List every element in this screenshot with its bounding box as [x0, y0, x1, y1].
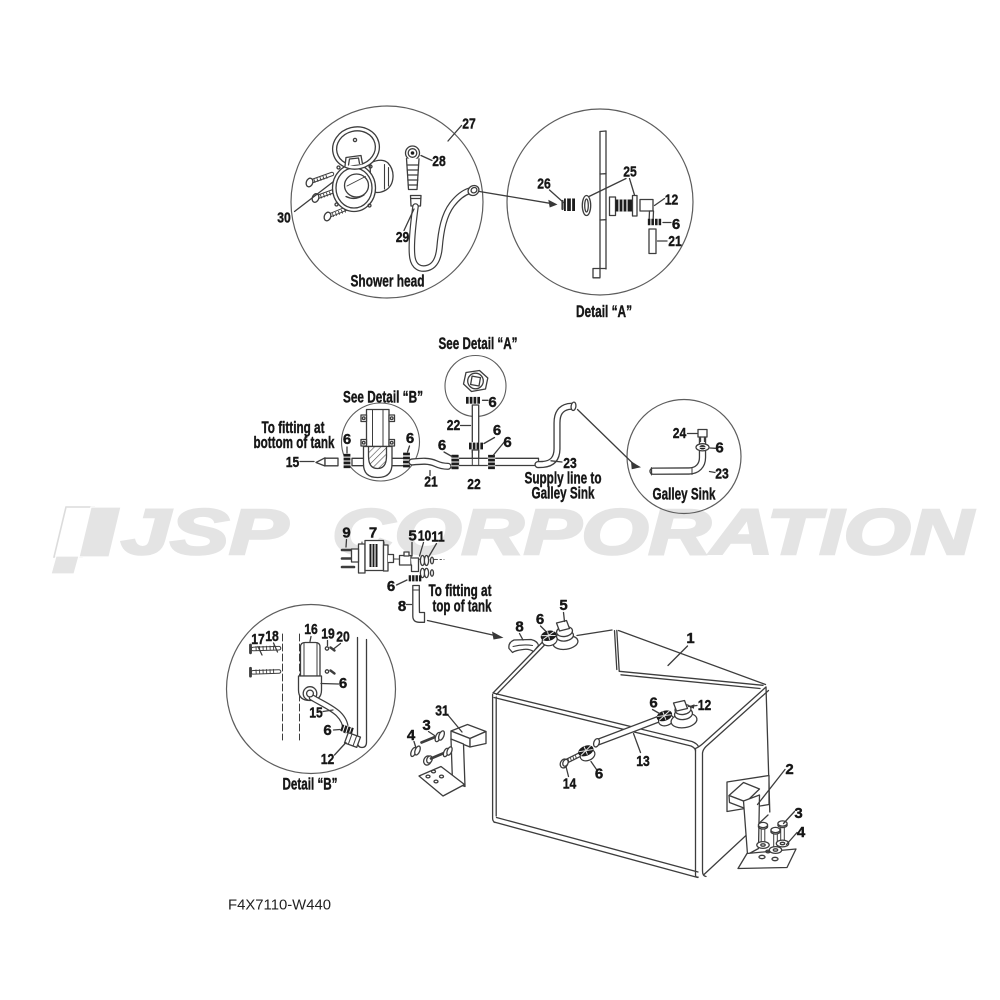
- svg-text:18: 18: [265, 628, 279, 645]
- svg-text:6: 6: [536, 611, 544, 628]
- svg-text:23: 23: [563, 455, 577, 472]
- svg-text:6: 6: [649, 695, 657, 712]
- svg-text:27: 27: [462, 116, 476, 133]
- svg-text:12: 12: [665, 192, 679, 209]
- svg-text:8: 8: [398, 598, 406, 615]
- svg-text:Shower head: Shower head: [351, 273, 425, 291]
- svg-text:12: 12: [698, 697, 712, 714]
- svg-text:CORPORATION: CORPORATION: [332, 496, 975, 568]
- svg-text:6: 6: [406, 430, 414, 447]
- svg-text:12: 12: [321, 751, 335, 768]
- svg-text:6: 6: [595, 766, 603, 783]
- svg-text:24: 24: [673, 425, 687, 442]
- svg-text:Galley Sink: Galley Sink: [532, 485, 596, 503]
- svg-text:See Detail “A”: See Detail “A”: [439, 335, 518, 353]
- svg-text:5: 5: [559, 597, 567, 614]
- svg-text:JSP: JSP: [121, 496, 288, 568]
- svg-text:6: 6: [438, 437, 446, 454]
- svg-text:6: 6: [387, 578, 395, 595]
- svg-text:6: 6: [343, 431, 351, 448]
- svg-text:Supply line to: Supply line to: [525, 470, 602, 488]
- svg-text:31: 31: [435, 703, 449, 720]
- svg-text:5: 5: [408, 528, 416, 545]
- svg-text:F4X7110-W440: F4X7110-W440: [228, 898, 331, 914]
- svg-text:26: 26: [537, 176, 551, 193]
- svg-text:Detail “A”: Detail “A”: [576, 303, 632, 321]
- svg-text:To fitting at: To fitting at: [429, 582, 492, 600]
- svg-text:30: 30: [277, 210, 291, 227]
- svg-text:20: 20: [336, 629, 350, 646]
- svg-text:Detail “B”: Detail “B”: [283, 776, 338, 794]
- svg-text:8: 8: [515, 619, 523, 636]
- svg-text:bottom of tank: bottom of tank: [254, 434, 336, 452]
- svg-text:11: 11: [431, 529, 445, 546]
- svg-text:6: 6: [488, 394, 496, 411]
- svg-text:9: 9: [342, 525, 350, 542]
- svg-text:6: 6: [672, 216, 680, 233]
- svg-text:15: 15: [309, 705, 323, 722]
- svg-text:4: 4: [407, 727, 416, 744]
- svg-text:13: 13: [636, 753, 650, 770]
- svg-text:25: 25: [623, 164, 637, 181]
- svg-text:See Detail “B”: See Detail “B”: [343, 389, 423, 407]
- svg-text:22: 22: [447, 417, 461, 434]
- svg-text:19: 19: [321, 626, 335, 643]
- svg-text:21: 21: [668, 233, 682, 250]
- svg-text:28: 28: [432, 153, 446, 170]
- svg-text:2: 2: [785, 761, 793, 778]
- svg-text:16: 16: [304, 621, 318, 638]
- svg-text:3: 3: [422, 717, 430, 734]
- svg-text:6: 6: [493, 422, 501, 439]
- svg-text:15: 15: [286, 454, 300, 471]
- svg-text:6: 6: [339, 675, 347, 692]
- svg-text:3: 3: [794, 805, 802, 822]
- svg-text:Galley Sink: Galley Sink: [653, 486, 717, 504]
- svg-text:17: 17: [251, 631, 265, 648]
- svg-text:4: 4: [797, 824, 806, 841]
- svg-text:top of tank: top of tank: [433, 598, 493, 616]
- svg-text:1: 1: [686, 630, 694, 647]
- svg-text:29: 29: [396, 229, 410, 246]
- svg-text:14: 14: [563, 776, 577, 793]
- svg-text:22: 22: [467, 476, 481, 493]
- svg-text:21: 21: [424, 474, 438, 491]
- svg-text:6: 6: [323, 722, 331, 739]
- svg-text:6: 6: [715, 440, 723, 457]
- svg-text:6: 6: [503, 434, 511, 451]
- svg-text:10: 10: [418, 528, 432, 545]
- svg-text:7: 7: [369, 525, 377, 542]
- svg-text:23: 23: [715, 466, 729, 483]
- svg-text:To fitting at: To fitting at: [262, 419, 325, 437]
